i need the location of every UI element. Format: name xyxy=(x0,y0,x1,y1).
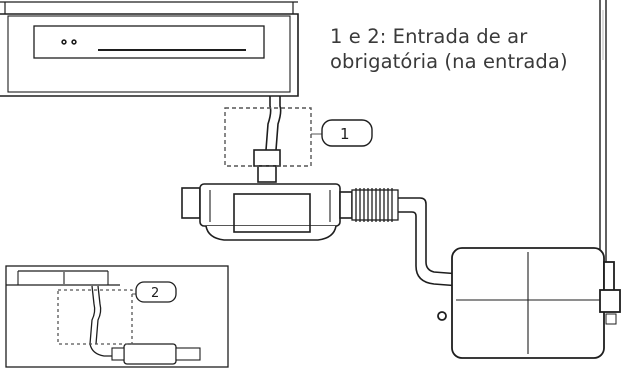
inset-detail xyxy=(5,265,229,368)
air-inlet-dashed-box-2 xyxy=(57,289,133,345)
outlet-pipe xyxy=(398,197,461,287)
indicator-led-1 xyxy=(61,39,67,45)
callout-1-label: 1 xyxy=(340,125,350,143)
appliance xyxy=(0,1,299,97)
air-inlet-dashed-box-1 xyxy=(224,107,312,167)
caption-line-1: 1 e 2: Entrada de ar xyxy=(330,25,528,48)
drain-hose xyxy=(253,96,282,183)
pump-unit xyxy=(181,183,353,241)
callout-1: 1 xyxy=(321,119,373,147)
callout-2-label: 2 xyxy=(151,286,159,301)
collection-box xyxy=(437,247,621,359)
caption: 1 e 2: Entrada de ar obrigatória (na ent… xyxy=(330,24,626,74)
indicator-led-2 xyxy=(71,39,77,45)
corrugated-hose xyxy=(351,188,399,222)
wall-pipe xyxy=(599,0,607,262)
caption-line-2: obrigatória (na entrada) xyxy=(330,50,568,73)
callout-2: 2 xyxy=(135,281,177,303)
